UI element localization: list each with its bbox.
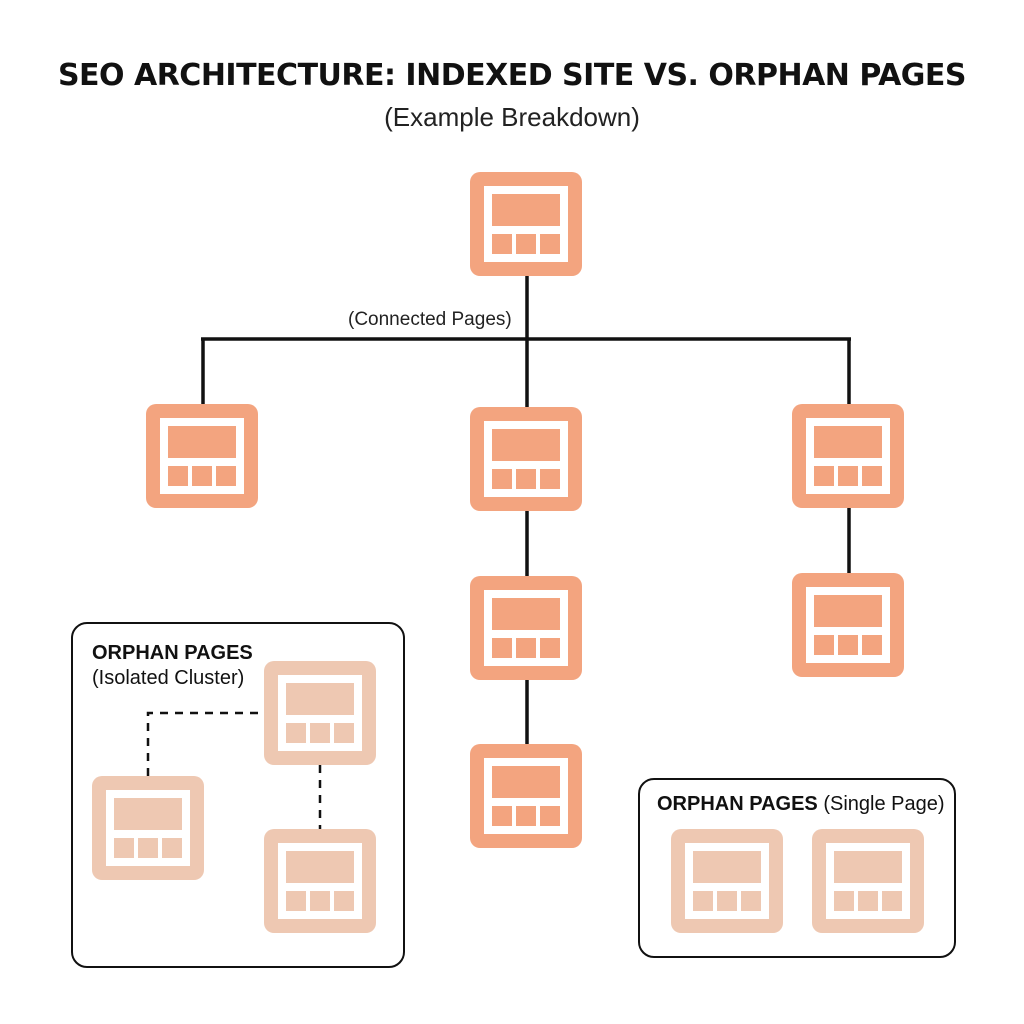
page-tile-root (470, 172, 582, 276)
orphan-tile-cluster-left (92, 776, 204, 880)
orphan-tile-cluster-top (264, 661, 376, 765)
page-tile-center-child2 (470, 744, 582, 848)
page-tile-right-child1 (792, 573, 904, 677)
orphan-cluster-container (71, 622, 405, 968)
orphan-tile-single-1 (671, 829, 783, 933)
orphan-cluster-subtitle: (Isolated Cluster) (92, 667, 245, 689)
orphan-tile-single-2 (812, 829, 924, 933)
orphan-tile-cluster-bottom (264, 829, 376, 933)
orphan-single-title: ORPHAN PAGES (657, 793, 818, 815)
page-tile-center (470, 407, 582, 511)
diagram-title: SEO ARCHITECTURE: INDEXED SITE VS. ORPHA… (57, 58, 967, 93)
orphan-single-heading: ORPHAN PAGES (Single Page) (657, 793, 945, 816)
tree-connectors (201, 276, 851, 744)
page-tile-right (792, 404, 904, 508)
orphan-cluster-title: ORPHAN PAGES (92, 642, 253, 664)
orphan-single-subtitle: (Single Page) (823, 793, 945, 815)
diagram-subtitle: (Example Breakdown) (384, 102, 640, 132)
page-tile-left (146, 404, 258, 508)
orphan-cluster-connectors (146, 711, 322, 829)
dashed-link-left (146, 711, 264, 776)
page-tile-center-child1 (470, 576, 582, 680)
connected-pages-label: (Connected Pages) (348, 309, 512, 330)
orphan-single-container (638, 778, 956, 958)
